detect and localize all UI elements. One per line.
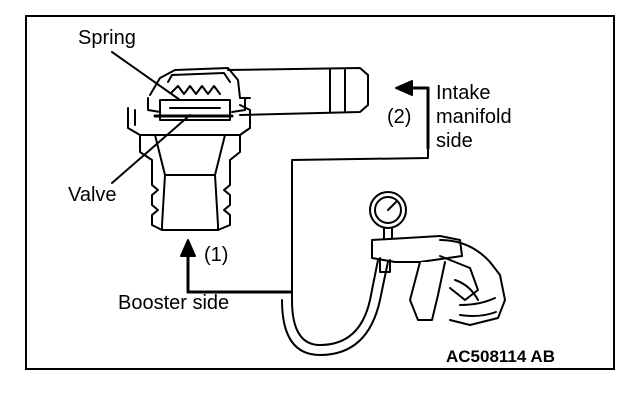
vacuum-pump — [369, 191, 506, 326]
operator-hand — [439, 239, 506, 326]
intake-label-line-1: Intake — [436, 82, 491, 104]
vacuum-hose — [291, 147, 429, 346]
arrow-1-head-icon — [180, 239, 196, 257]
booster-side-label: Booster side — [118, 292, 230, 314]
spring-leader-line — [111, 51, 181, 101]
arrow-2-head-icon — [395, 80, 413, 96]
arrow-2-shaft — [406, 86, 430, 150]
figure-frame — [25, 15, 615, 370]
spring-coil — [171, 85, 221, 101]
port-2-label: (2) — [387, 106, 412, 128]
intake-port-tube — [227, 67, 369, 116]
valve-leader-line — [111, 114, 191, 184]
spring-label: Spring — [78, 27, 136, 49]
check-valve-body — [127, 67, 251, 231]
port-1-label: (1) — [204, 244, 229, 266]
valve-plate — [153, 107, 234, 118]
intake-label-line-2: manifold — [436, 106, 512, 128]
intake-label-line-3: side — [436, 130, 473, 152]
vacuum-hose-outer — [281, 251, 391, 356]
figure-code: AC508114 AB — [446, 347, 555, 366]
valve-label: Valve — [68, 184, 117, 206]
